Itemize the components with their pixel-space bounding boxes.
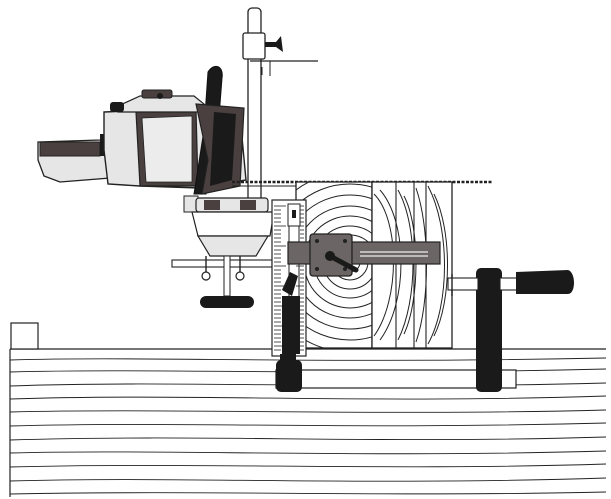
depth-scale: [271, 199, 307, 357]
slab-stack: [371, 181, 453, 349]
corner-marker: [10, 322, 39, 350]
chainsaw: [37, 65, 492, 195]
bar-clamp: [275, 268, 574, 392]
log-bracket: [287, 233, 441, 277]
saw-mount: [171, 195, 275, 308]
vertical-post: [242, 7, 318, 209]
